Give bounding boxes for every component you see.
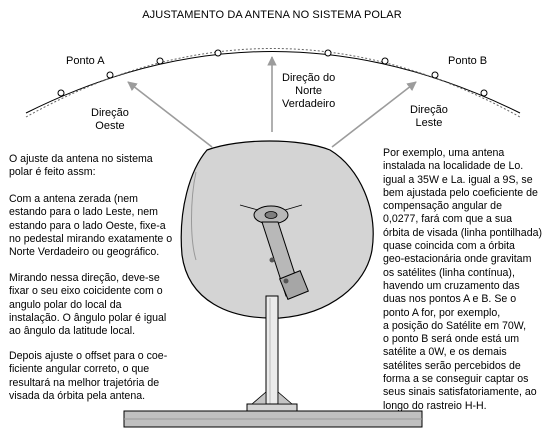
geostationary-arc (25, 51, 521, 114)
ponto-b-label: Ponto B (448, 55, 488, 67)
satellite-marker (156, 57, 164, 65)
west-direction-arrow (127, 81, 213, 148)
ponto-a-label: Ponto A (66, 55, 105, 67)
satellite-marker (106, 71, 114, 79)
satellite-marker (480, 89, 488, 97)
satellite-marker (214, 49, 222, 57)
left-paragraph-4: Depois ajuste o offset para o coe- ficie… (9, 350, 168, 402)
east-direction-label: Direção Leste (410, 104, 448, 129)
satellite-marker (57, 89, 65, 97)
direction-arrows (127, 56, 417, 148)
left-paragraph-1: O ajuste da antena no sistema polar é fe… (9, 153, 153, 179)
left-paragraph-3: Mirando nessa direção, deve-se fixar o s… (9, 272, 167, 338)
satellite-marker (381, 57, 389, 65)
satellite-markers (57, 49, 488, 97)
satellite-marker (324, 49, 332, 57)
east-direction-arrow (331, 81, 417, 148)
polar-mount-bracket (279, 270, 309, 300)
page-title: AJUSTAMENTO DA ANTENA NO SISTEMA POLAR (142, 9, 402, 21)
antenna-dish (180, 140, 374, 319)
satellite-marker (431, 71, 439, 79)
dish-rim-shade (191, 171, 197, 261)
dish-hub-center (264, 211, 278, 219)
right-paragraph: Por exemplo, uma antena instalada na loc… (383, 147, 543, 412)
antenna-base (123, 391, 423, 428)
west-direction-label: Direção Oeste (91, 107, 129, 132)
antenna-mast (265, 295, 279, 409)
left-paragraph-2: Com a antena zerada (nem estando para o … (9, 193, 173, 259)
north-direction-label: Direção do Norte Verdadeiro (282, 72, 336, 110)
